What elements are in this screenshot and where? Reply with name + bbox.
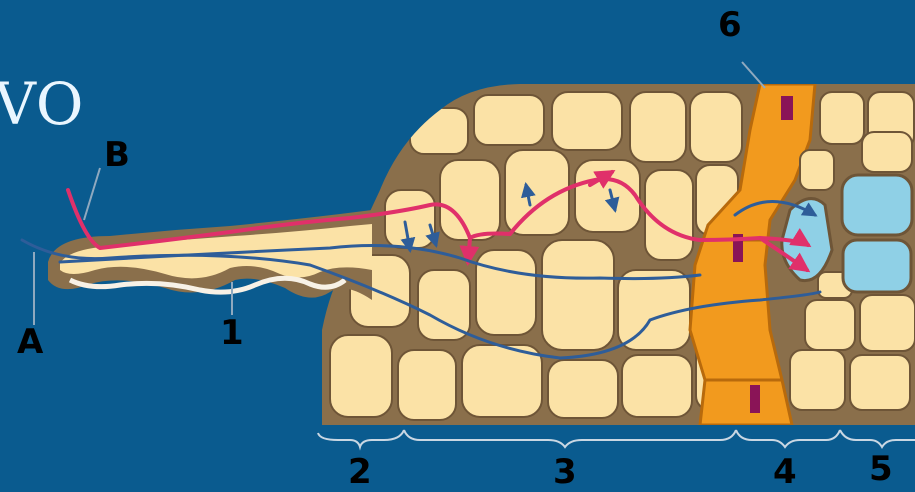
label-1: 1: [220, 316, 244, 350]
bracket-4: [736, 430, 840, 447]
page-title: VO: [0, 70, 84, 138]
label-3: 3: [553, 455, 577, 489]
region-brackets: [318, 430, 915, 447]
label-6: 6: [718, 8, 742, 42]
label-2: 2: [348, 455, 372, 489]
bracket-2: [318, 430, 404, 447]
label-b: B: [104, 138, 130, 172]
cortex-tissue: [322, 84, 915, 425]
label-4: 4: [773, 455, 797, 489]
bracket-3: [404, 430, 736, 447]
bracket-5: [840, 430, 915, 447]
label-a: A: [17, 325, 43, 359]
label-5: 5: [869, 452, 893, 486]
